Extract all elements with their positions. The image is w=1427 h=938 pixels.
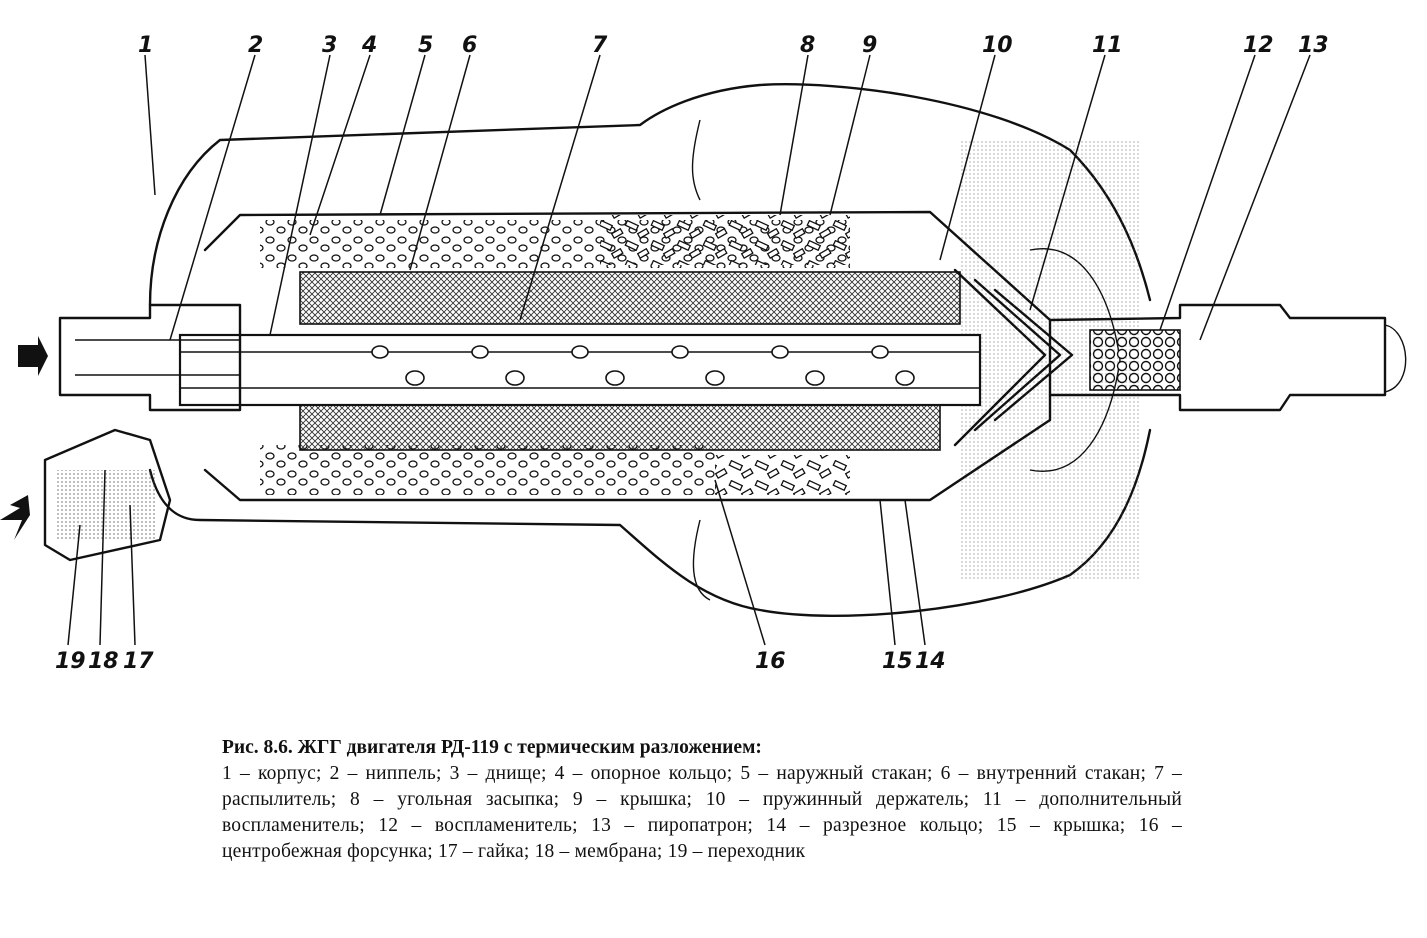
- callout-1: 1: [138, 33, 153, 58]
- leader-lines: [67, 54, 1311, 646]
- callout-15: 15: [882, 649, 913, 674]
- figure-caption: Рис. 8.6. ЖГГ двигателя РД-119 с термиче…: [222, 735, 1182, 865]
- callout-3: 3: [322, 33, 337, 58]
- callout-16: 16: [755, 649, 786, 674]
- outer-cup: [203, 210, 1052, 502]
- inner-cup: [299, 271, 961, 451]
- callouts: 1 2 3 4 5 6 7 8 9 10 11 12 13 14 15 16 1…: [55, 33, 1329, 674]
- inlet-arrow-icon: [18, 336, 48, 376]
- igniter-holder: [953, 268, 1074, 447]
- igniter-assembly: [1048, 303, 1407, 412]
- callout-7: 7: [592, 33, 608, 58]
- outlet-arrow-icon: [0, 495, 30, 540]
- atomizer-tube: [178, 333, 982, 407]
- callout-14: 14: [915, 649, 946, 674]
- callout-9: 9: [862, 33, 877, 58]
- inlet-fitting: [18, 303, 242, 412]
- callout-8: 8: [800, 33, 815, 58]
- callout-10: 10: [982, 33, 1013, 58]
- gas-generator-cutaway-drawing: 1 2 3 4 5 6 7 8 9 10 11 12 13 14 15 16 1…: [0, 33, 1407, 674]
- callout-5: 5: [418, 33, 433, 58]
- callout-19: 19: [55, 649, 86, 674]
- outlet-adapter: [0, 428, 172, 562]
- callout-18: 18: [88, 649, 119, 674]
- caption-legend: 1 – корпус; 2 – ниппель; 3 – днище; 4 – …: [222, 763, 1182, 862]
- caption-title: Рис. 8.6. ЖГГ двигателя РД-119 с термиче…: [222, 737, 762, 758]
- callout-2: 2: [248, 33, 263, 58]
- callout-4: 4: [361, 33, 377, 58]
- callout-6: 6: [462, 33, 477, 58]
- callout-12: 12: [1243, 33, 1274, 58]
- callout-17: 17: [123, 649, 154, 674]
- callout-13: 13: [1298, 33, 1329, 58]
- callout-11: 11: [1092, 33, 1123, 58]
